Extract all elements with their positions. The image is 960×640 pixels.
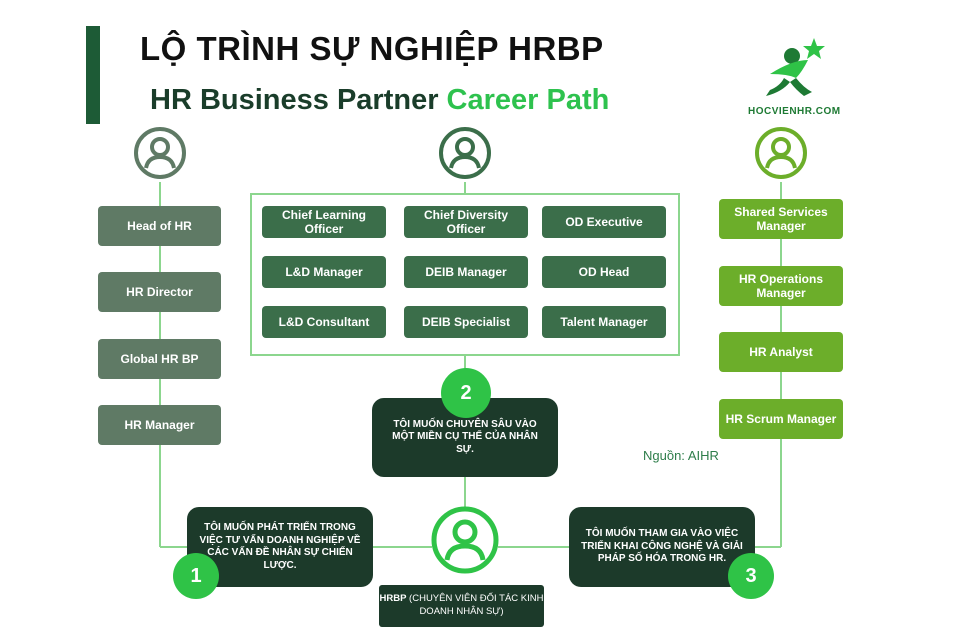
- role-chief-learning-officer: Chief Learning Officer: [262, 206, 386, 238]
- badge-three: 3: [728, 553, 774, 599]
- hrbp-desc: (CHUYÊN VIÊN ĐỐI TÁC KINH DOANH NHÂN SỰ): [406, 593, 544, 617]
- person-icon-right: [755, 127, 807, 179]
- badge-one: 1: [173, 553, 219, 599]
- badge-two: 2: [441, 368, 491, 418]
- role-hr-manager: HR Manager: [98, 405, 221, 445]
- page-title: LỘ TRÌNH SỰ NGHIỆP HRBP: [140, 30, 604, 67]
- role-chief-diversity-officer: Chief Diversity Officer: [404, 206, 528, 238]
- person-icon-left: [134, 127, 186, 179]
- logo-text: HOCVIENHR.COM: [748, 106, 841, 117]
- person-icon-center: [439, 127, 491, 179]
- role-hr-analyst: HR Analyst: [719, 332, 843, 372]
- callout-three: TÔI MUỐN THAM GIA VÀO VIỆC TRIỂN KHAI CÔ…: [569, 507, 755, 587]
- page-subtitle: HR Business Partner Career Path: [150, 84, 609, 117]
- role-deib-manager: DEIB Manager: [404, 256, 528, 288]
- role-hr-operations-manager: HR Operations Manager: [719, 266, 843, 306]
- role-od-executive: OD Executive: [542, 206, 666, 238]
- role-talent-manager: Talent Manager: [542, 306, 666, 338]
- role-global-hr-bp: Global HR BP: [98, 339, 221, 379]
- hrbp-label: HRBP (CHUYÊN VIÊN ĐỐI TÁC KINH DOANH NHÂ…: [379, 585, 544, 627]
- role-ld-consultant: L&D Consultant: [262, 306, 386, 338]
- role-hr-scrum-manager: HR Scrum Manager: [719, 399, 843, 439]
- subtitle-part-1: HR Business Partner: [150, 84, 447, 116]
- runner-star-logo-icon: [766, 38, 825, 96]
- person-icon-hrbp: [431, 506, 499, 574]
- role-shared-services-manager: Shared Services Manager: [719, 199, 843, 239]
- subtitle-part-2: Career Path: [446, 84, 610, 116]
- role-hr-director: HR Director: [98, 272, 221, 312]
- role-head-of-hr: Head of HR: [98, 206, 221, 246]
- hrbp-text: HRBP (CHUYÊN VIÊN ĐỐI TÁC KINH DOANH NHÂ…: [379, 593, 544, 619]
- role-deib-specialist: DEIB Specialist: [404, 306, 528, 338]
- source-note: Nguồn: AIHR: [643, 448, 719, 463]
- role-ld-manager: L&D Manager: [262, 256, 386, 288]
- hrbp-abbr: HRBP: [379, 593, 407, 605]
- title-accent-bar: [86, 26, 100, 124]
- role-od-head: OD Head: [542, 256, 666, 288]
